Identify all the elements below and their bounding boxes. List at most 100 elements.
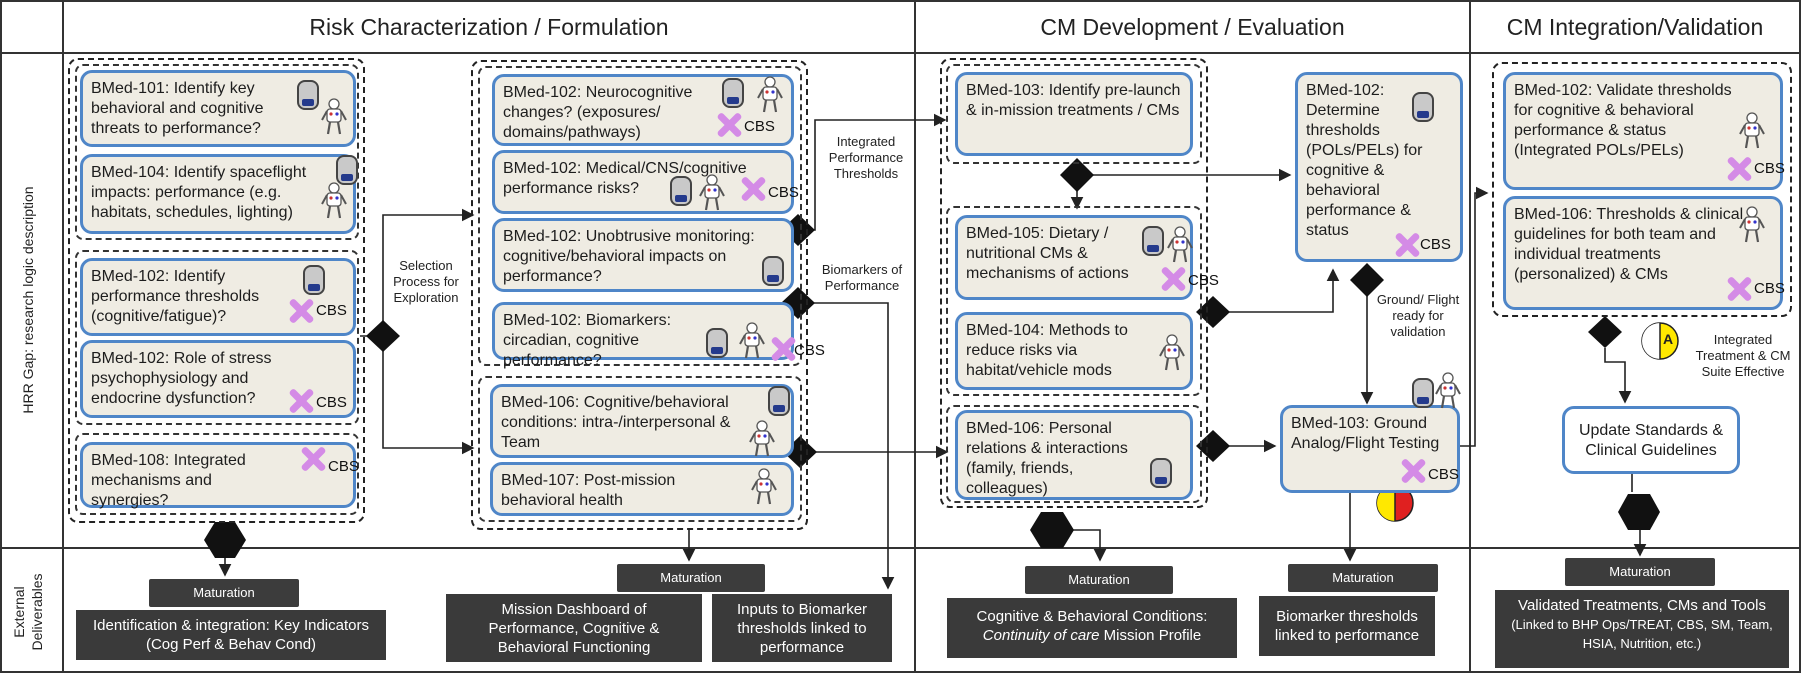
- header-cm-integration: CM Integration/Validation: [1506, 14, 1764, 40]
- task-bmed-102-determine[interactable]: BMed-102: Determine thresholds (POLs/PEL…: [1295, 72, 1463, 262]
- label-ground-flight: Ground/ Flight ready for validation: [1376, 292, 1460, 339]
- group-col3-a: [946, 64, 1202, 164]
- deliverable-validated-treatments-links: (Linked to BHP Ops/TREAT, CBS, SM, Team,…: [1511, 617, 1773, 651]
- deliverable-validated-treatments-title: Validated Treatments, CMs and Tools: [1518, 597, 1766, 614]
- cbs-label: CBS: [1428, 466, 1459, 483]
- deliverable-continuity-of-care: Continuity of care: [982, 627, 1100, 644]
- astronaut-icon: [320, 97, 348, 136]
- maturation-label-1: Maturation: [149, 579, 299, 607]
- task-bmed-104-spaceflight[interactable]: BMed-104: Identify spaceflight impacts: …: [80, 154, 356, 234]
- task-bmed-106-personal[interactable]: BMed-106: Personal relations & interacti…: [955, 410, 1193, 500]
- cbs-mark-icon: [1726, 156, 1752, 182]
- header-risk-characterization: Risk Characterization / Formulation: [309, 14, 669, 40]
- cbs-label: CBS: [794, 342, 825, 359]
- deliverable-validated-treatments: Validated Treatments, CMs and Tools (Lin…: [1495, 590, 1789, 668]
- astronaut-icon: [750, 467, 778, 506]
- label-selection-process: Selection Process for Exploration: [393, 258, 459, 305]
- astronaut-icon: [1434, 371, 1462, 410]
- capsule-icon: [1150, 458, 1172, 488]
- task-bmed-103-identify[interactable]: BMed-103: Identify pre-launch & in-missi…: [955, 72, 1193, 156]
- astronaut-icon: [756, 75, 784, 114]
- group-col1-c: [75, 433, 359, 515]
- group-col3-outer: [940, 58, 1208, 508]
- decision-diamond-7: [1196, 430, 1230, 462]
- cbs-mark-icon: [300, 446, 326, 472]
- deliverable-cognitive-conditions: Cognitive & Behavioral Conditions: Conti…: [947, 598, 1237, 658]
- cbs-label: CBS: [1420, 236, 1451, 253]
- astronaut-icon: [1158, 333, 1186, 372]
- group-col3-c: [946, 405, 1202, 503]
- decision-diamond-5: [1060, 158, 1094, 192]
- capsule-icon: [1142, 226, 1164, 256]
- maturation-label-5: Maturation: [1565, 558, 1715, 586]
- cbs-label: CBS: [1754, 160, 1785, 177]
- cbs-label: CBS: [1754, 280, 1785, 297]
- capsule-icon: [297, 80, 319, 110]
- astronaut-icon: [320, 181, 348, 220]
- cbs-mark-icon: [288, 388, 314, 414]
- astronaut-icon: [738, 321, 766, 360]
- capsule-icon: [670, 176, 692, 206]
- cbs-mark-icon: [288, 298, 314, 324]
- cbs-mark-icon: [1394, 232, 1420, 258]
- deliverable-mission-dashboard: Mission Dashboard of Performance, Cognit…: [446, 594, 702, 662]
- cbs-mark-icon: [1160, 266, 1186, 292]
- cbs-label: CBS: [768, 184, 799, 201]
- group-col4: [1492, 62, 1792, 317]
- cbs-label: CBS: [1188, 272, 1219, 289]
- group-col1-a: [75, 64, 359, 240]
- milestone-a-letter: A: [1663, 331, 1674, 347]
- task-bmed-106-conditions[interactable]: BMed-106: Cognitive/behavioral condition…: [490, 384, 794, 458]
- group-col1-outer: [68, 58, 365, 523]
- cbs-mark-icon: [740, 176, 766, 202]
- task-bmed-102-monitoring[interactable]: BMed-102: Unobtrusive monitoring: cognit…: [492, 218, 794, 292]
- cbs-label: CBS: [316, 302, 347, 319]
- astronaut-icon: [1738, 205, 1766, 244]
- cbs-label: CBS: [316, 394, 347, 411]
- label-integrated-thresholds: Integrated Performance Thresholds: [828, 134, 904, 181]
- capsule-icon: [1412, 378, 1434, 408]
- capsule-icon: [303, 265, 325, 295]
- deliverable-biomarker-thresholds: Biomarker thresholds linked to performan…: [1259, 596, 1435, 656]
- maturation-label-4: Maturation: [1288, 564, 1438, 592]
- capsule-icon: [1412, 92, 1434, 122]
- deliverable-cognitive-conditions-line1: Cognitive & Behavioral Conditions:: [976, 608, 1208, 625]
- capsule-icon: [768, 386, 790, 416]
- astronaut-icon: [698, 173, 726, 212]
- decision-diamond-1: [366, 320, 400, 352]
- capsule-icon: [762, 256, 784, 286]
- cbs-mark-icon: [1400, 458, 1426, 484]
- update-standards-box[interactable]: Update Standards & Clinical Guidelines: [1562, 406, 1740, 474]
- group-col1-b: [75, 250, 359, 425]
- label-biomarkers: Biomarkers of Performance: [821, 262, 903, 293]
- task-bmed-104-methods[interactable]: BMed-104: Methods to reduce risks via ha…: [955, 312, 1193, 390]
- deliverable-mission-profile: Mission Profile: [1099, 627, 1202, 644]
- maturation-label-3: Maturation: [1025, 566, 1173, 594]
- decision-diamond-9: [1588, 316, 1622, 348]
- hexagon-2: [1030, 512, 1074, 548]
- group-col3-b: [946, 206, 1202, 396]
- task-bmed-107[interactable]: BMed-107: Post-mission behavioral health: [490, 462, 794, 516]
- decision-diamond-6: [1196, 296, 1230, 328]
- label-integrated-treatment: Integrated Treatment & CM Suite Effectiv…: [1695, 332, 1791, 379]
- cbs-label: CBS: [328, 458, 359, 475]
- header-cm-development: CM Development / Evaluation: [1040, 14, 1345, 40]
- cbs-mark-icon: [1726, 276, 1752, 302]
- cbs-mark-icon: [770, 336, 796, 362]
- hexagon-3: [1618, 494, 1660, 530]
- astronaut-icon: [1738, 111, 1766, 150]
- group-col2-outer: [471, 60, 808, 530]
- task-bmed-103-ground[interactable]: BMed-103: Ground Analog/Flight Testing: [1280, 405, 1460, 493]
- maturation-label-2: Maturation: [617, 564, 765, 592]
- capsule-icon: [336, 155, 358, 185]
- capsule-icon: [722, 78, 744, 108]
- task-bmed-102-biomarkers[interactable]: BMed-102: Biomarkers: circadian, cogniti…: [492, 302, 794, 369]
- cbs-mark-icon: [716, 112, 742, 138]
- capsule-icon: [706, 328, 728, 358]
- astronaut-icon: [1166, 225, 1194, 264]
- deliverable-key-indicators: Identification & integration: Key Indica…: [76, 610, 386, 660]
- cbs-label: CBS: [744, 118, 775, 135]
- astronaut-icon: [748, 419, 776, 458]
